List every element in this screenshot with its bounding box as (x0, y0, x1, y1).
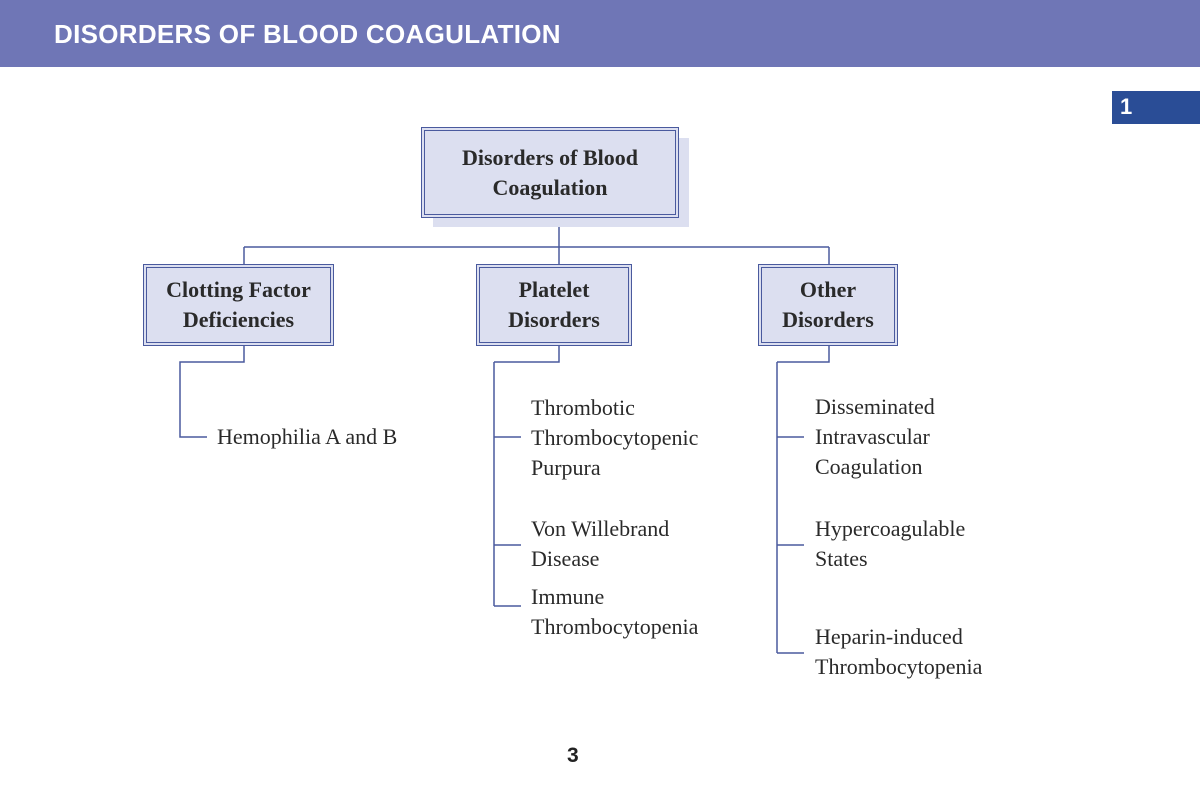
leaf-ttp: Thrombotic Thrombocytopenic Purpura (531, 395, 699, 480)
category-label-other: Other Disorders (782, 277, 874, 332)
category-node-platelet: Platelet Disorders (476, 264, 632, 346)
clotting-branch (179, 346, 245, 438)
root-node: Disorders of Blood Coagulation (421, 127, 679, 218)
leaf-von-willebrand: Von Willebrand Disease (531, 516, 670, 571)
header-title: DISORDERS OF BLOOD COAGULATION (54, 19, 561, 49)
leaf-dic: Disseminated Intravascular Coagulation (815, 394, 935, 479)
leaf-hemophilia: Hemophilia A and B (217, 424, 398, 449)
category-node-clotting: Clotting Factor Deficiencies (143, 264, 334, 346)
page-header: DISORDERS OF BLOOD COAGULATION (0, 0, 1200, 67)
other-branch-top (777, 346, 830, 363)
category-node-other: Other Disorders (758, 264, 898, 346)
platelet-branch-top (494, 346, 560, 363)
leaf-immune-thrombocytopenia: Immune Thrombocytopenia (531, 584, 699, 639)
category-label-platelet: Platelet Disorders (508, 277, 600, 332)
leaf-hit: Heparin-induced Thrombocytopenia (815, 624, 983, 679)
root-label: Disorders of Blood Coagulation (462, 144, 638, 200)
category-label-clotting: Clotting Factor Deficiencies (166, 277, 311, 332)
chapter-number: 1 (1120, 94, 1133, 119)
leaf-hypercoagulable: Hypercoagulable States (815, 516, 966, 571)
chapter-tab: 1 (1112, 91, 1200, 124)
page-number: 3 (567, 744, 579, 767)
